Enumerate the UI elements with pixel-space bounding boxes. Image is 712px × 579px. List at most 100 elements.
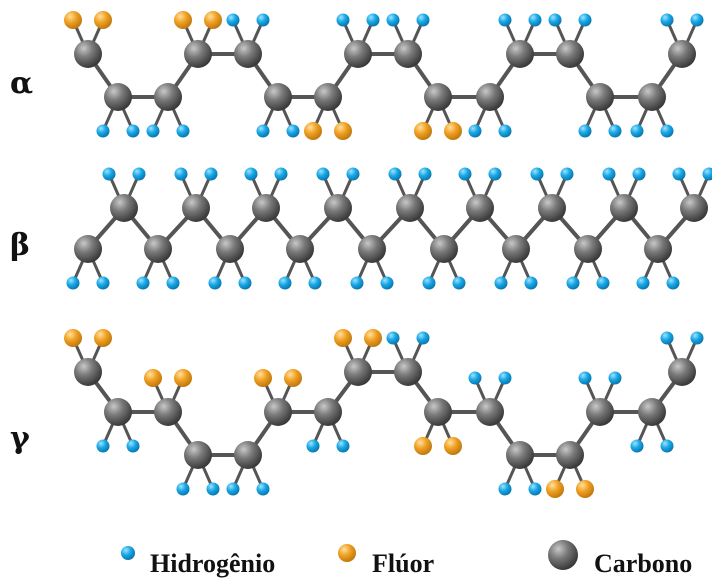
hydrogen-atom	[672, 167, 686, 181]
hydrogen-atom	[256, 124, 270, 138]
hydrogen-atom	[660, 331, 674, 345]
fluorine-atom	[254, 369, 272, 387]
hydrogen-atom	[608, 124, 622, 138]
carbon-atom	[502, 235, 530, 263]
carbon-legend-icon	[548, 540, 578, 570]
carbon-atom	[574, 235, 602, 263]
atoms	[64, 329, 704, 498]
hydrogen-atom	[226, 13, 240, 27]
carbon-atom	[394, 40, 422, 68]
hydrogen-atom	[488, 167, 502, 181]
hydrogen-atom	[416, 331, 430, 345]
bonds	[71, 18, 699, 133]
hydrogen-atom	[468, 124, 482, 138]
carbon-atom	[286, 235, 314, 263]
fluorine-atom	[444, 437, 462, 455]
carbon-atom	[216, 235, 244, 263]
atoms	[64, 11, 704, 140]
hydrogen-atom	[96, 439, 110, 453]
carbon-atom	[74, 40, 102, 68]
hydrogen-atom	[468, 371, 482, 385]
hydrogen-atom	[560, 167, 574, 181]
hydrogen-atom	[548, 13, 562, 27]
carbon-atom	[234, 40, 262, 68]
carbon-atom	[556, 40, 584, 68]
carbon-atom	[264, 83, 292, 111]
carbon-atom	[314, 398, 342, 426]
carbon-atom	[264, 398, 292, 426]
carbon-atom	[154, 83, 182, 111]
carbon-atom	[252, 194, 280, 222]
fluorine-atom	[444, 122, 462, 140]
hydrogen-atom	[176, 124, 190, 138]
atoms	[66, 167, 712, 290]
hydrogen-atom	[102, 167, 116, 181]
hydrogen-atom	[366, 13, 380, 27]
hydrogen-atom	[608, 371, 622, 385]
hydrogen-atom	[96, 276, 110, 290]
hydrogen-atom	[244, 167, 258, 181]
hydrogen-atom	[286, 124, 300, 138]
carbon-atom	[476, 398, 504, 426]
hydrogen-atom	[578, 124, 592, 138]
hydrogen-atom	[336, 439, 350, 453]
fluorine-atom	[304, 122, 322, 140]
hydrogen-atom	[596, 276, 610, 290]
carbon-atom	[358, 235, 386, 263]
hydrogen-atom	[316, 167, 330, 181]
hydrogen-atom	[528, 13, 542, 27]
carbon-atom	[638, 398, 666, 426]
carbon-atom	[556, 441, 584, 469]
carbon-atom	[586, 83, 614, 111]
fluorine-legend-icon	[338, 544, 356, 562]
hydrogen-atom	[132, 167, 146, 181]
hydrogen-atom	[308, 276, 322, 290]
carbon-atom	[506, 441, 534, 469]
carbon-atom	[74, 235, 102, 263]
fluorine-atom	[414, 437, 432, 455]
hydrogen-atom	[126, 439, 140, 453]
hydrogen-atom	[528, 482, 542, 496]
carbon-atom	[644, 235, 672, 263]
carbon-atom	[104, 83, 132, 111]
hydrogen-atom	[176, 482, 190, 496]
fluorine-atom	[334, 122, 352, 140]
hydrogen-atom	[630, 439, 644, 453]
hydrogen-atom	[346, 167, 360, 181]
carbon-atom	[324, 194, 352, 222]
carbon-atom	[344, 358, 372, 386]
hydrogen-atom	[498, 124, 512, 138]
carbon-atom	[344, 40, 372, 68]
carbon-atom	[234, 441, 262, 469]
hydrogen-atom	[422, 276, 436, 290]
hydrogen-atom	[494, 276, 508, 290]
fluorine-atom	[94, 329, 112, 347]
hydrogen-atom	[146, 124, 160, 138]
carbon-atom	[144, 235, 172, 263]
hydrogen-atom	[256, 13, 270, 27]
alpha-chain	[64, 11, 704, 140]
beta-label: β	[10, 228, 30, 263]
hydrogen-atom	[578, 13, 592, 27]
hydrogen-atom	[666, 276, 680, 290]
hydrogen-atom	[66, 276, 80, 290]
hydrogen-atom	[498, 482, 512, 496]
carbon-atom	[74, 358, 102, 386]
hydrogen-atom	[452, 276, 466, 290]
carbon-atom	[104, 398, 132, 426]
fluorine-atom	[174, 369, 192, 387]
fluorine-atom	[174, 11, 192, 29]
carbon-atom	[586, 398, 614, 426]
hydrogen-atom	[204, 167, 218, 181]
hydrogen-legend-icon	[121, 546, 135, 560]
hydrogen-atom	[578, 371, 592, 385]
fluorine-atom	[204, 11, 222, 29]
hydrogen-atom	[660, 124, 674, 138]
hydrogen-atom	[350, 276, 364, 290]
hydrogen-atom	[386, 331, 400, 345]
hydrogen-atom	[498, 371, 512, 385]
beta-chain	[66, 167, 712, 290]
hydrogen-atom	[386, 13, 400, 27]
hydrogen-atom	[388, 167, 402, 181]
